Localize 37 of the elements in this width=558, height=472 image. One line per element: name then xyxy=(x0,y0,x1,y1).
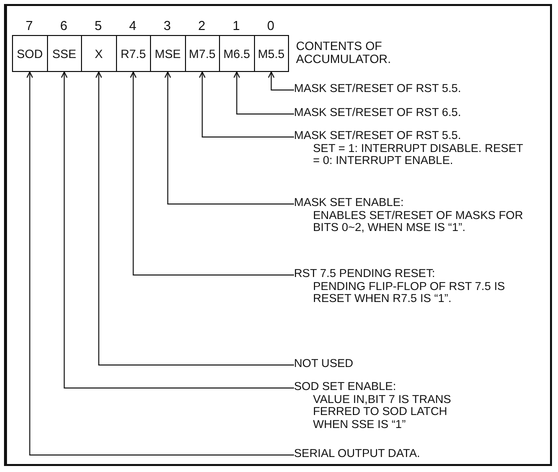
description-heading: MASK SET/RESET OF RST 5.5. xyxy=(294,83,462,96)
description-text: VALUE IN,BIT 7 IS TRANS FERRED TO SOD LATCH WHEN SSE IS “1” xyxy=(313,394,452,431)
leader-arrow xyxy=(130,72,294,276)
description-heading: RST 7.5 PENDING RESET: xyxy=(294,268,436,280)
leader-arrow xyxy=(164,72,294,204)
bit-number: 1 xyxy=(232,18,241,33)
register-bit-cell: R7.5 xyxy=(116,35,151,72)
bit-number: 4 xyxy=(128,18,138,33)
description-heading: NOT USED xyxy=(294,358,354,370)
description-text: ENABLES SET/RESET OF MASKS FOR BITS 0~2, WHEN MSE IS “1”. xyxy=(313,210,524,234)
leader-arrow xyxy=(233,72,294,114)
bit-number: 7 xyxy=(24,18,34,33)
description-heading: SOD SET ENABLE: xyxy=(294,381,398,394)
leader-arrow xyxy=(95,72,294,366)
register-bit-cell: SSE xyxy=(46,35,82,72)
leader-arrow xyxy=(26,72,294,456)
description-heading: MASK SET/RESET OF RST 6.5. xyxy=(294,107,462,120)
leader-arrow xyxy=(60,72,294,388)
bit-number: 5 xyxy=(94,18,103,33)
bit-number: 2 xyxy=(197,18,206,33)
description-heading: MASK SET ENABLE: xyxy=(294,197,405,210)
description-heading: MASK SET/RESET OF RST 5.5. xyxy=(294,130,462,142)
bit-number: 3 xyxy=(162,18,172,33)
register-bit-cell: M7.5 xyxy=(184,35,220,72)
register-bit-cell: M5.5 xyxy=(254,35,289,72)
bit-number: 0 xyxy=(266,18,276,33)
register-bit-cell: X xyxy=(81,35,116,72)
description-text: PENDING FLIP-FLOP OF RST 7.5 IS RESET WHEN R7.5 IS “1”. xyxy=(313,280,506,306)
leader-arrow xyxy=(198,72,294,138)
description-heading: SERIAL OUTPUT DATA. xyxy=(294,448,422,460)
register-caption: CONTENTS OF ACCUMULATOR. xyxy=(296,40,392,65)
bit-number: 6 xyxy=(59,18,68,33)
register-bit-cell: M6.5 xyxy=(219,35,254,72)
register-bit-cell: SOD xyxy=(12,35,48,72)
description-text: SET = 1: INTERRUPT DISABLE. RESET = 0: INTERRUPT ENABLE. xyxy=(313,142,524,168)
register-bit-cell: MSE xyxy=(150,35,186,72)
leader-arrow xyxy=(268,72,294,90)
